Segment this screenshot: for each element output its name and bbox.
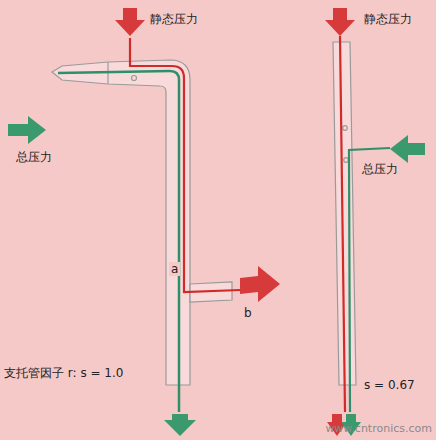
part-letter: b [242,306,254,320]
total-pressure-label: 总压力 [360,162,400,176]
pitot-tube-left [52,60,232,385]
static-pressure-arrow [115,8,145,36]
part-letter: a [169,262,180,276]
total-pressure-line [349,148,390,412]
static-pressure-line [340,36,345,412]
watermark: www.cntronics.com [323,422,434,435]
tube-factor-label: s = 0.67 [362,378,417,392]
total-pressure-arrow [8,116,46,144]
total-pressure-line [58,71,179,412]
total-pressure-arrow [390,135,425,163]
static-pressure-label: 静态压力 [362,12,414,26]
total-pressure-outlet-arrow [164,414,196,436]
tube-factor-label: 支托管因子 r: s = 1.0 [2,366,125,380]
total-pressure-label: 总压力 [14,150,54,164]
static-pressure-outlet-arrow [240,266,280,302]
static-pressure-line [130,38,240,292]
static-pressure-label: 静态压力 [148,12,200,26]
static-pressure-arrow [325,8,355,36]
